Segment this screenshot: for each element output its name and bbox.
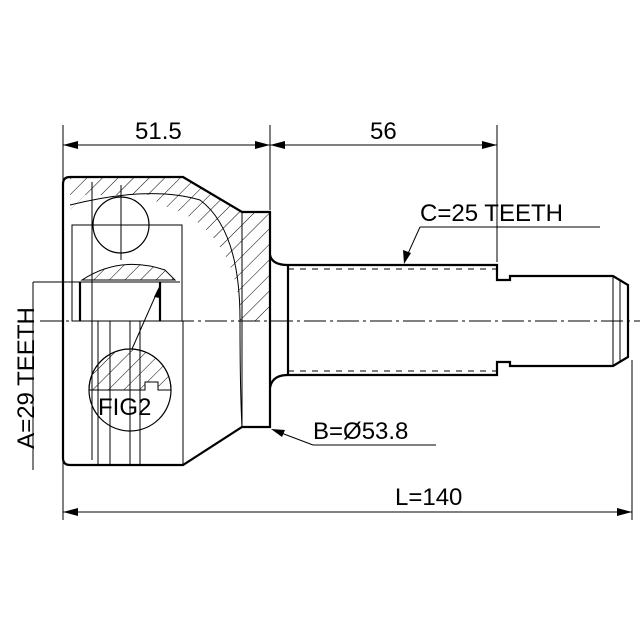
- inner-spline-label: A=29 TEETH: [13, 307, 40, 449]
- dimension-51-5: 51.5: [135, 118, 182, 145]
- fig2-label: FIG2: [98, 394, 152, 421]
- outer-spline-label: C=25 TEETH: [420, 200, 563, 227]
- dimension-total-length: L=140: [395, 484, 463, 511]
- stub-shaft: [268, 254, 630, 389]
- dimension-56: 56: [370, 118, 397, 145]
- ball: [85, 185, 160, 260]
- leaders: [32, 226, 600, 470]
- abs-diameter-label: B=Ø53.8: [313, 418, 409, 445]
- fig2-detail: [88, 285, 172, 432]
